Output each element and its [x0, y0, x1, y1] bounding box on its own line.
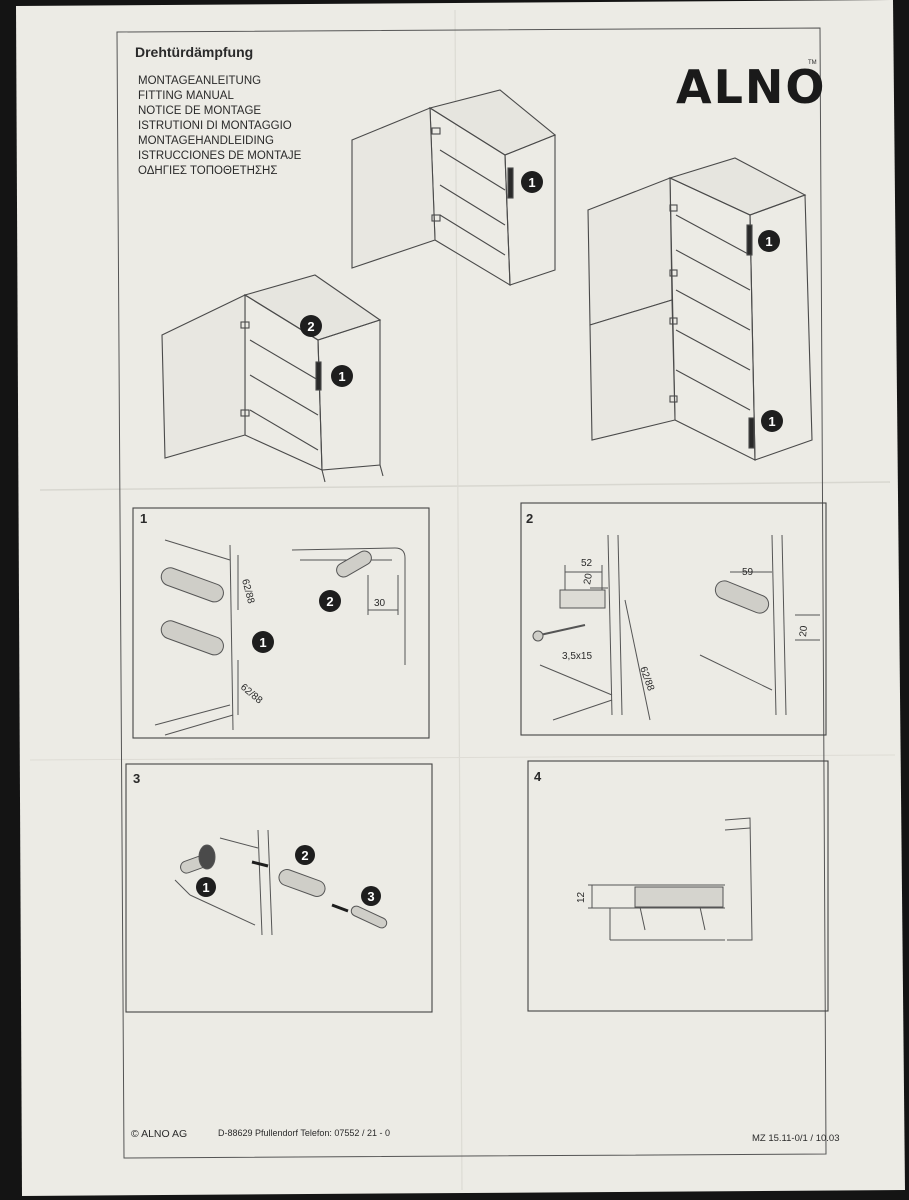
dimension-label: 59 [742, 567, 754, 578]
callout-badge: 1 [758, 230, 780, 252]
logo-wordmark: ALNO [676, 60, 827, 114]
callout-badge: 3 [361, 886, 381, 906]
dimension-label: 20 [798, 625, 810, 637]
alno-logo: ALNO TM [676, 60, 827, 114]
callout-badge: 1 [521, 171, 543, 193]
dimension-label: 20 [582, 572, 595, 585]
callout-badge: 2 [300, 315, 322, 337]
step-panel-2: 2 52 20 3,5x15 62/88 59 20 [520, 502, 827, 736]
callout-badge: 1 [196, 877, 216, 897]
language-list: MONTAGEANLEITUNG FITTING MANUAL NOTICE D… [138, 75, 302, 177]
svg-text:1: 1 [140, 511, 147, 526]
svg-text:1: 1 [202, 880, 209, 895]
language-es: ISTRUCCIONES DE MONTAJE [138, 150, 302, 162]
language-el: ΟΔΗΓΙΕΣ ΤΟΠΟΘΕΤΗΣΗΣ [138, 165, 277, 177]
footer: © ALNO AG D-88629 Pfullendorf Telefon: 0… [131, 1128, 840, 1144]
language-fr: NOTICE DE MONTAGE [138, 105, 261, 117]
callout-badge: 2 [295, 845, 315, 865]
step-panel-1: 1 62/88 62/88 30 1 2 [132, 507, 430, 739]
wall-cabinet-illustration [351, 89, 557, 286]
base-cabinet-illustration [161, 274, 384, 483]
step-panel-3: 3 1 2 3 [125, 763, 433, 1013]
footer-address: D-88629 Pfullendorf Telefon: 07552 / 21 … [218, 1128, 390, 1138]
logo-trademark: TM [808, 60, 817, 66]
svg-text:1: 1 [528, 175, 535, 190]
svg-text:2: 2 [307, 319, 314, 334]
tall-cabinet-illustration [587, 157, 813, 461]
svg-text:4: 4 [534, 769, 542, 784]
dimension-label: 52 [581, 558, 593, 569]
svg-text:1: 1 [338, 369, 345, 384]
page-frame [116, 27, 827, 1159]
svg-text:2: 2 [301, 848, 308, 863]
svg-text:1: 1 [765, 234, 772, 249]
dimension-label: 12 [576, 891, 587, 903]
svg-text:2: 2 [326, 594, 333, 609]
svg-text:1: 1 [768, 414, 775, 429]
dimension-label: 3,5x15 [562, 651, 592, 662]
callout-badge: 1 [761, 410, 783, 432]
language-nl: MONTAGEHANDLEIDING [138, 135, 274, 147]
svg-text:3: 3 [133, 771, 140, 786]
dimension-label: 30 [374, 598, 386, 609]
step-panel-4: 4 12 [527, 760, 829, 1012]
svg-text:3: 3 [367, 889, 374, 904]
callout-badge: 1 [252, 631, 274, 653]
svg-text:2: 2 [526, 511, 533, 526]
language-en: FITTING MANUAL [138, 90, 234, 102]
callout-badge: 2 [319, 590, 341, 612]
callout-badge: 1 [331, 365, 353, 387]
language-it: ISTRUTIONI DI MONTAGGIO [138, 120, 292, 132]
language-de: MONTAGEANLEITUNG [138, 75, 261, 87]
footer-company: © ALNO AG [131, 1128, 187, 1140]
document-title: Drehtürdämpfung [135, 44, 253, 60]
footer-document-code: MZ 15.11-0/1 / 10.03 [752, 1133, 840, 1144]
svg-text:1: 1 [259, 635, 266, 650]
